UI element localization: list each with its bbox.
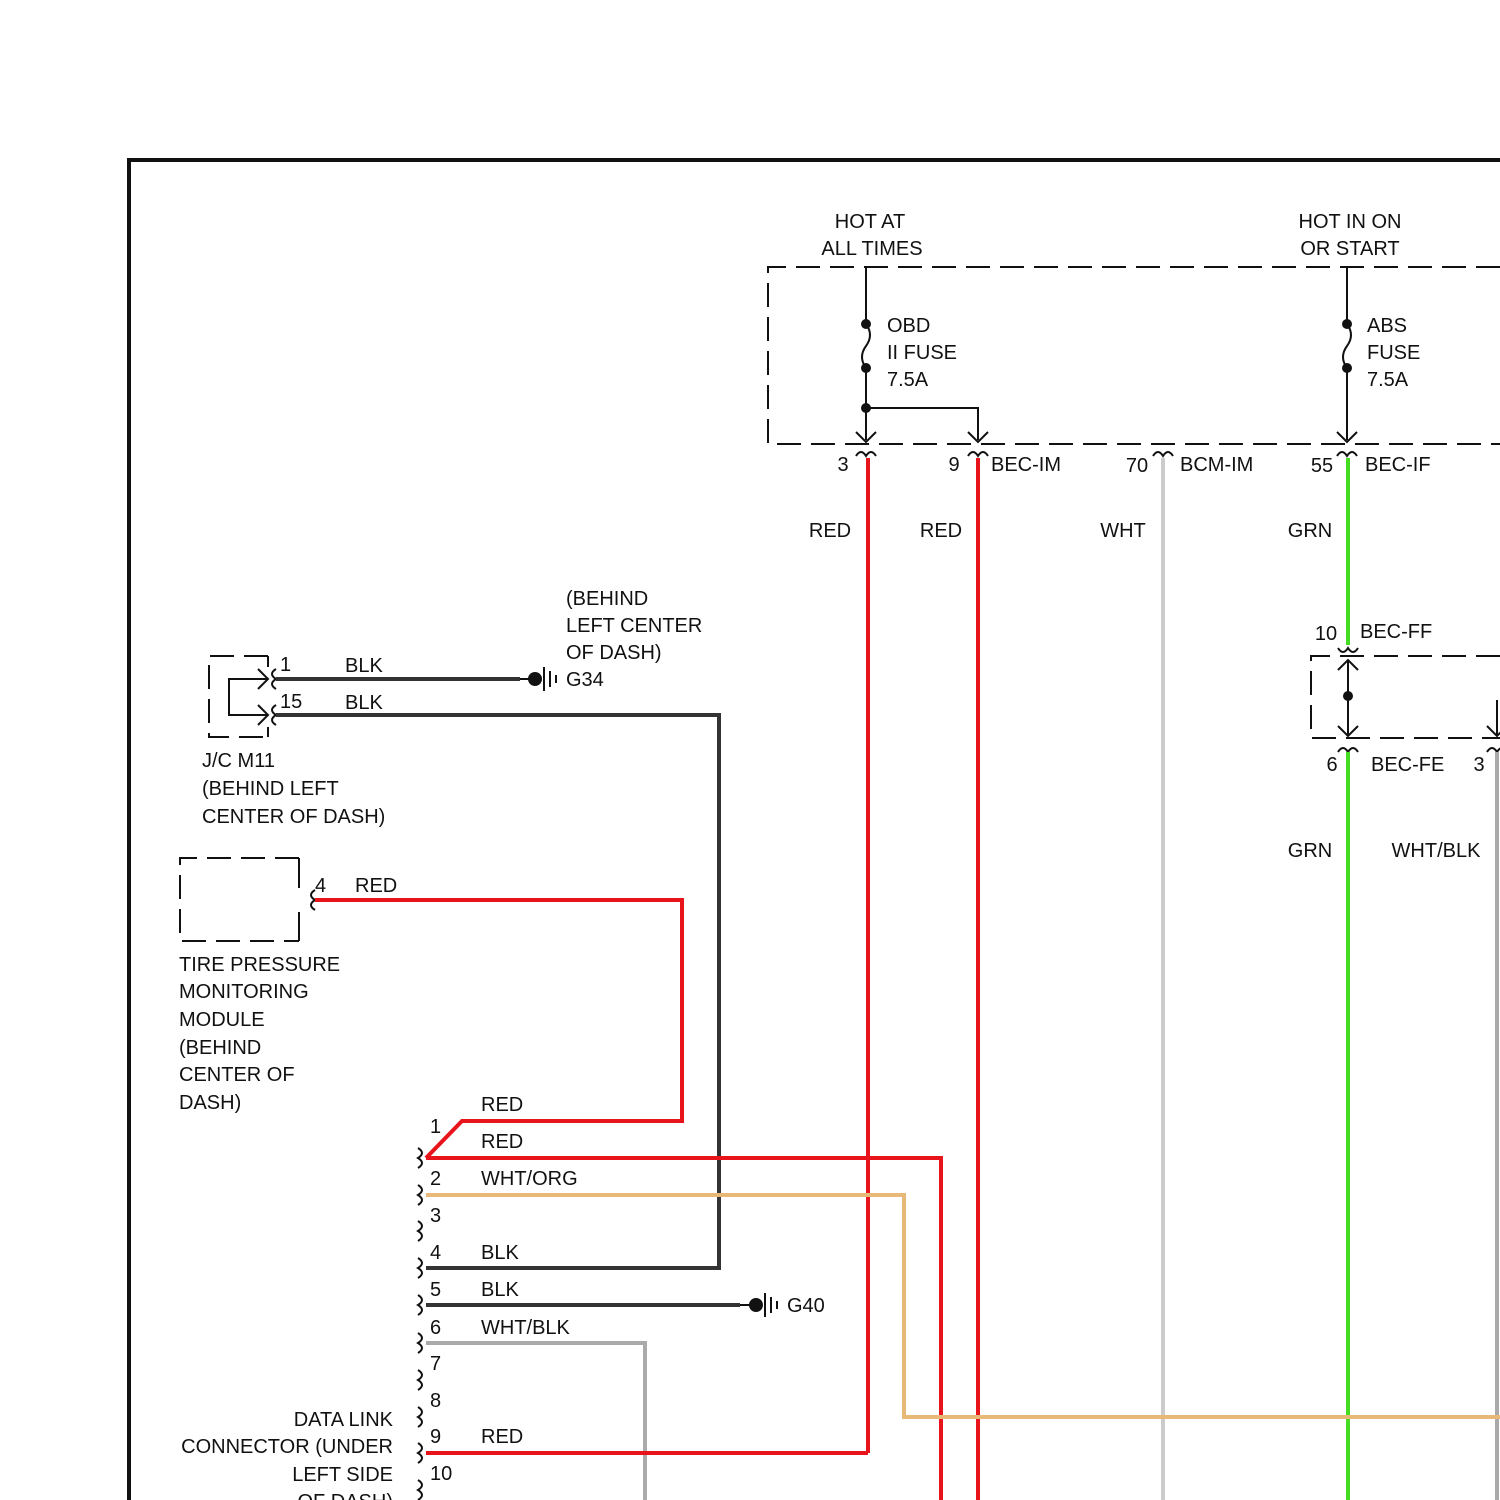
obd-fuse-label-2: II FUSE — [887, 342, 957, 364]
jc-m11-connector — [209, 656, 276, 737]
g34-ground-icon — [520, 667, 556, 691]
dlc-pin-number: 9 — [430, 1426, 441, 1448]
obd-fuse-label-3: 7.5A — [887, 369, 929, 391]
dlc-pin-number: 7 — [430, 1353, 441, 1375]
dlc-pin-number: 8 — [430, 1390, 441, 1412]
dlc-wire-color-label: BLK — [481, 1242, 519, 1264]
bcm-im-connector — [1153, 452, 1173, 456]
obd-fuse-label-1: OBD — [887, 315, 930, 337]
abs-fuse-label-3: 7.5A — [1367, 369, 1409, 391]
dlc-pin-number: 5 — [430, 1279, 441, 1301]
dlc-label-1: DATA LINK — [294, 1409, 394, 1431]
dlc-pin-number: 1 — [430, 1116, 441, 1138]
wire-label-red-2: RED — [920, 520, 962, 542]
dlc-pin-10-socket — [418, 1480, 422, 1500]
wire-label-blk-1: BLK — [345, 655, 383, 677]
abs-fuse-label-2: FUSE — [1367, 342, 1420, 364]
dlc-pin-number: 2 — [430, 1168, 441, 1190]
g40-label: G40 — [787, 1295, 825, 1317]
pin-6: 6 — [1326, 754, 1337, 776]
dlc-label-3: LEFT SIDE — [292, 1464, 393, 1486]
dlc-pin-7-socket — [418, 1370, 422, 1390]
tpm-label-1: TIRE PRESSURE — [179, 954, 340, 976]
dlc-wire-color-label: RED — [481, 1094, 523, 1116]
wire-label-blk-2: BLK — [345, 692, 383, 714]
g34-location-3: OF DASH) — [566, 642, 662, 664]
g34-location-1: (BEHIND — [566, 588, 648, 610]
tpm-pin-4: 4 — [315, 875, 326, 897]
bec-ff-fe-junction — [1338, 648, 1500, 752]
bec-im-label: BEC-IM — [991, 454, 1061, 476]
jc-m11-label-1: J/C M11 — [202, 750, 275, 772]
wire-label-red-tpm: RED — [355, 875, 397, 897]
dlc-pin-9-socket — [418, 1443, 422, 1463]
wire-label-wht-blk: WHT/BLK — [1392, 840, 1482, 862]
jc-m11-label-2: (BEHIND LEFT — [202, 778, 339, 800]
abs-fuse-label-1: ABS — [1367, 315, 1407, 337]
dlc-pin-5-socket — [418, 1295, 422, 1315]
pin-9: 9 — [948, 454, 959, 476]
wire-wht-blk-dlc6 — [426, 1343, 645, 1500]
tpm-module-box — [180, 858, 315, 941]
tpm-label-6: DASH) — [179, 1092, 241, 1114]
pin-3: 3 — [837, 454, 848, 476]
wire-label-red-1: RED — [809, 520, 851, 542]
hot-in-on-label-2: OR START — [1300, 238, 1399, 260]
dlc-label-4: OF DASH) — [297, 1491, 393, 1500]
pin-10: 10 — [1315, 623, 1337, 645]
dlc-pin-6-socket — [418, 1333, 422, 1353]
wire-label-grn-2: GRN — [1288, 840, 1332, 862]
dlc-pin-number: 3 — [430, 1205, 441, 1227]
tpm-label-4: (BEHIND — [179, 1037, 261, 1059]
dlc-pin-8-socket — [418, 1407, 422, 1427]
wire-label-wht: WHT — [1100, 520, 1146, 542]
bec-fe-label: BEC-FE — [1371, 754, 1444, 776]
bcm-im-label: BCM-IM — [1180, 454, 1253, 476]
hot-at-all-times-label-1: HOT AT — [835, 211, 905, 233]
dlc-pin-number: 6 — [430, 1317, 441, 1339]
tpm-label-3: MODULE — [179, 1009, 265, 1031]
hot-in-on-label-1: HOT IN ON — [1299, 211, 1402, 233]
tpm-label-5: CENTER OF — [179, 1064, 295, 1086]
hot-at-all-times-label-2: ALL TIMES — [821, 238, 922, 260]
tpm-label-2: MONITORING — [179, 981, 309, 1003]
dlc-wire-color-label: RED — [481, 1426, 523, 1448]
jc-pin-1: 1 — [280, 654, 291, 676]
dlc-label-2: CONNECTOR (UNDER — [181, 1436, 393, 1458]
dlc-wire-color-label: RED — [481, 1131, 523, 1153]
dlc-pin-3-socket — [418, 1221, 422, 1241]
dlc-pin-2-socket — [418, 1185, 422, 1205]
bec-if-label: BEC-IF — [1365, 454, 1431, 476]
pin-3b: 3 — [1473, 754, 1484, 776]
g40-ground-icon — [740, 1293, 777, 1317]
pin-55: 55 — [1311, 455, 1333, 477]
wire-label-grn-1: GRN — [1288, 520, 1332, 542]
pin-70: 70 — [1126, 455, 1148, 477]
dlc-wire-color-label: WHT/BLK — [481, 1317, 571, 1339]
dlc-pin-number: 4 — [430, 1242, 441, 1264]
dlc-wire-color-label: WHT/ORG — [481, 1168, 578, 1190]
dlc-wire-color-label: BLK — [481, 1279, 519, 1301]
dlc-pin-x-socket — [418, 1148, 422, 1168]
abs-fuse — [1337, 267, 1357, 456]
dlc-pin-4-socket — [418, 1258, 422, 1278]
jc-pin-15: 15 — [280, 691, 302, 713]
g34-label: G34 — [566, 669, 604, 691]
jc-m11-label-3: CENTER OF DASH) — [202, 806, 385, 828]
dlc-pin-number: 10 — [430, 1463, 452, 1485]
g34-location-2: LEFT CENTER — [566, 615, 702, 637]
bec-ff-label: BEC-FF — [1360, 621, 1432, 643]
wire-red-tpm-dlc1 — [315, 900, 682, 1158]
